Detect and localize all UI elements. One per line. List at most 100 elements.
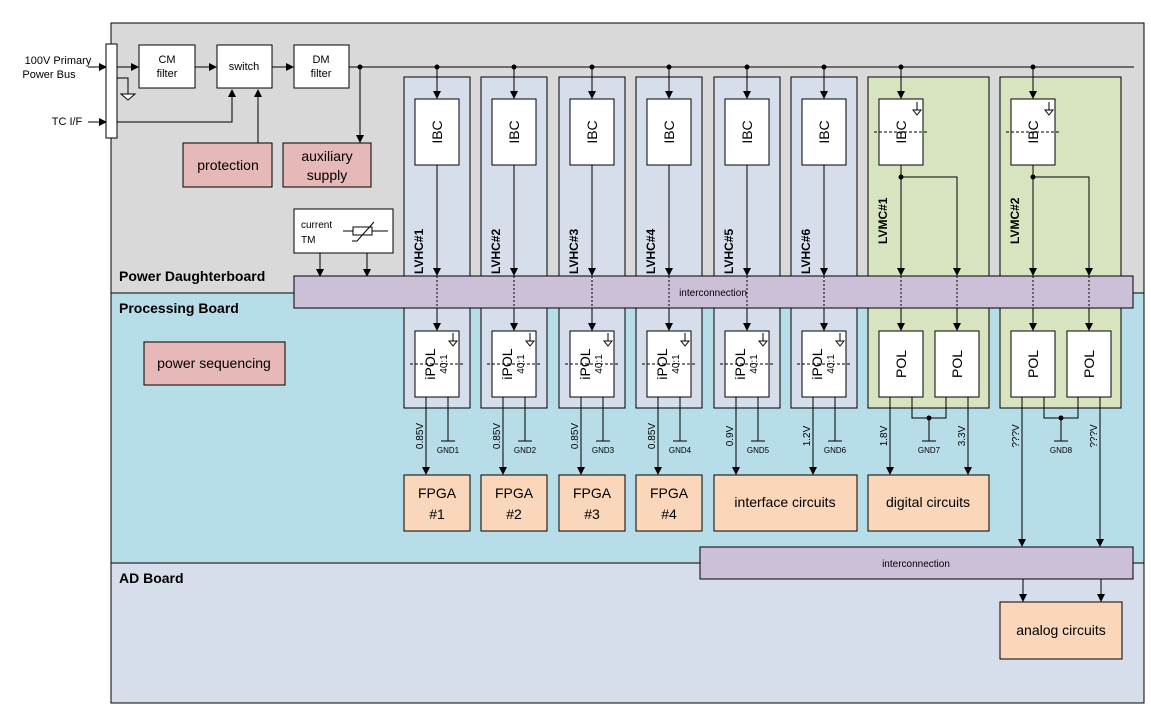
gnd-label: GND2 xyxy=(514,446,537,455)
voltage-label: ???V xyxy=(1089,424,1100,448)
power-board-label: Power Daughterboard xyxy=(119,268,265,284)
fpga-number: #2 xyxy=(506,506,522,522)
analog-circuits-block xyxy=(999,601,1123,660)
gnd-label: GND8 xyxy=(1050,446,1073,455)
interconnection-top-label: interconnection xyxy=(679,288,747,299)
ibc-block xyxy=(414,98,460,166)
module-name: LVMC#2 xyxy=(1008,197,1022,244)
protection-label: protection xyxy=(197,157,258,173)
interface-circuits-block xyxy=(713,474,858,532)
pol-block xyxy=(878,330,924,398)
ground-icon xyxy=(757,340,769,347)
varistor-icon xyxy=(343,221,388,242)
fpga-number: #3 xyxy=(584,506,600,522)
ad-board-label: AD Board xyxy=(119,570,184,586)
ground-icon xyxy=(524,340,536,347)
digital-circuits-block xyxy=(867,474,990,532)
gnd-label: GND1 xyxy=(437,446,460,455)
pol-label: POL xyxy=(1025,350,1041,378)
gnd-label: GND4 xyxy=(669,446,692,455)
dm-filter-label: DM xyxy=(312,54,329,66)
ground-icon xyxy=(834,340,846,347)
ibc-block xyxy=(491,98,537,166)
cm-filter-label: CM xyxy=(158,54,175,66)
current-tm-label-2: TM xyxy=(301,235,315,246)
current-tm-label: current xyxy=(301,220,332,231)
ibc-block xyxy=(801,98,847,166)
switch-label: switch xyxy=(229,61,260,73)
module-name: LVHC#6 xyxy=(799,229,813,274)
module-name: LVHC#4 xyxy=(644,229,658,274)
pol-label: POL xyxy=(1081,350,1097,378)
ground-icon xyxy=(679,340,691,347)
interconnection-top xyxy=(293,275,1134,309)
primary-bus-label-2: Power Bus xyxy=(22,69,76,81)
pol-label: POL xyxy=(949,350,965,378)
fpga-block xyxy=(558,474,626,532)
gnd-label: GND7 xyxy=(918,446,941,455)
ratio-label: 40:1 xyxy=(826,354,837,374)
power-sequencing-block xyxy=(143,341,286,386)
ibc-label: IBC xyxy=(816,120,832,143)
ibc-label: IBC xyxy=(506,120,522,143)
protection-block xyxy=(182,142,273,188)
ratio-label: 40:1 xyxy=(439,354,450,374)
gnd-label: GND5 xyxy=(747,446,770,455)
voltage-label: 0.85V xyxy=(570,423,581,449)
cm-filter-block xyxy=(138,44,196,89)
ground-icon xyxy=(602,340,614,347)
gnd-label: GND6 xyxy=(824,446,847,455)
voltage-label: ???V xyxy=(1011,424,1022,448)
interconnection-bottom xyxy=(699,546,1134,580)
ratio-label: 40:1 xyxy=(749,354,760,374)
fpga-block xyxy=(403,474,471,532)
fpga-block xyxy=(480,474,548,532)
connector xyxy=(105,43,118,139)
ratio-label: 40:1 xyxy=(671,354,682,374)
dm-filter-label-2: filter xyxy=(311,68,332,80)
fpga-block xyxy=(635,474,703,532)
pol-block xyxy=(1010,330,1056,398)
voltage-label: 0.85V xyxy=(415,423,426,449)
primary-bus-label-1: 100V Primary xyxy=(25,55,92,67)
voltage-label: 0.85V xyxy=(492,423,503,449)
interface-circuits-label: interface circuits xyxy=(734,494,835,510)
ground-icon xyxy=(447,340,459,347)
voltage-label: 0.85V xyxy=(647,423,658,449)
module-name: LVMC#1 xyxy=(876,197,890,244)
fpga-label: FPGA xyxy=(495,485,534,501)
ground-icon xyxy=(119,93,137,101)
voltage-label: 3.3V xyxy=(957,425,968,446)
ground-icon xyxy=(911,109,923,116)
fpga-label: FPGA xyxy=(418,485,457,501)
pol-block xyxy=(934,330,980,398)
voltage-label: 0.9V xyxy=(725,425,736,446)
module-name: LVHC#2 xyxy=(489,229,503,274)
pol-block xyxy=(1066,330,1112,398)
tc-if-label: TC I/F xyxy=(52,116,83,128)
ground-icon xyxy=(1043,109,1055,116)
voltage-label: 1.8V xyxy=(879,425,890,446)
module-name: LVHC#5 xyxy=(722,229,736,274)
auxiliary-label: auxiliary xyxy=(301,148,352,164)
ibc-block xyxy=(646,98,692,166)
ratio-label: 40:1 xyxy=(516,354,527,374)
ibc-block xyxy=(569,98,615,166)
ibc-label: IBC xyxy=(661,120,677,143)
auxiliary-supply-block xyxy=(282,142,372,188)
module-name: LVHC#1 xyxy=(412,229,426,274)
pol-label: POL xyxy=(893,350,909,378)
digital-circuits-label: digital circuits xyxy=(886,494,970,510)
fpga-number: #4 xyxy=(661,506,677,522)
dm-filter-block xyxy=(293,44,350,89)
auxiliary-label-2: supply xyxy=(307,167,347,183)
ibc-label: IBC xyxy=(584,120,600,143)
interconnection-bottom-label: interconnection xyxy=(882,559,950,570)
ibc-label: IBC xyxy=(739,120,755,143)
